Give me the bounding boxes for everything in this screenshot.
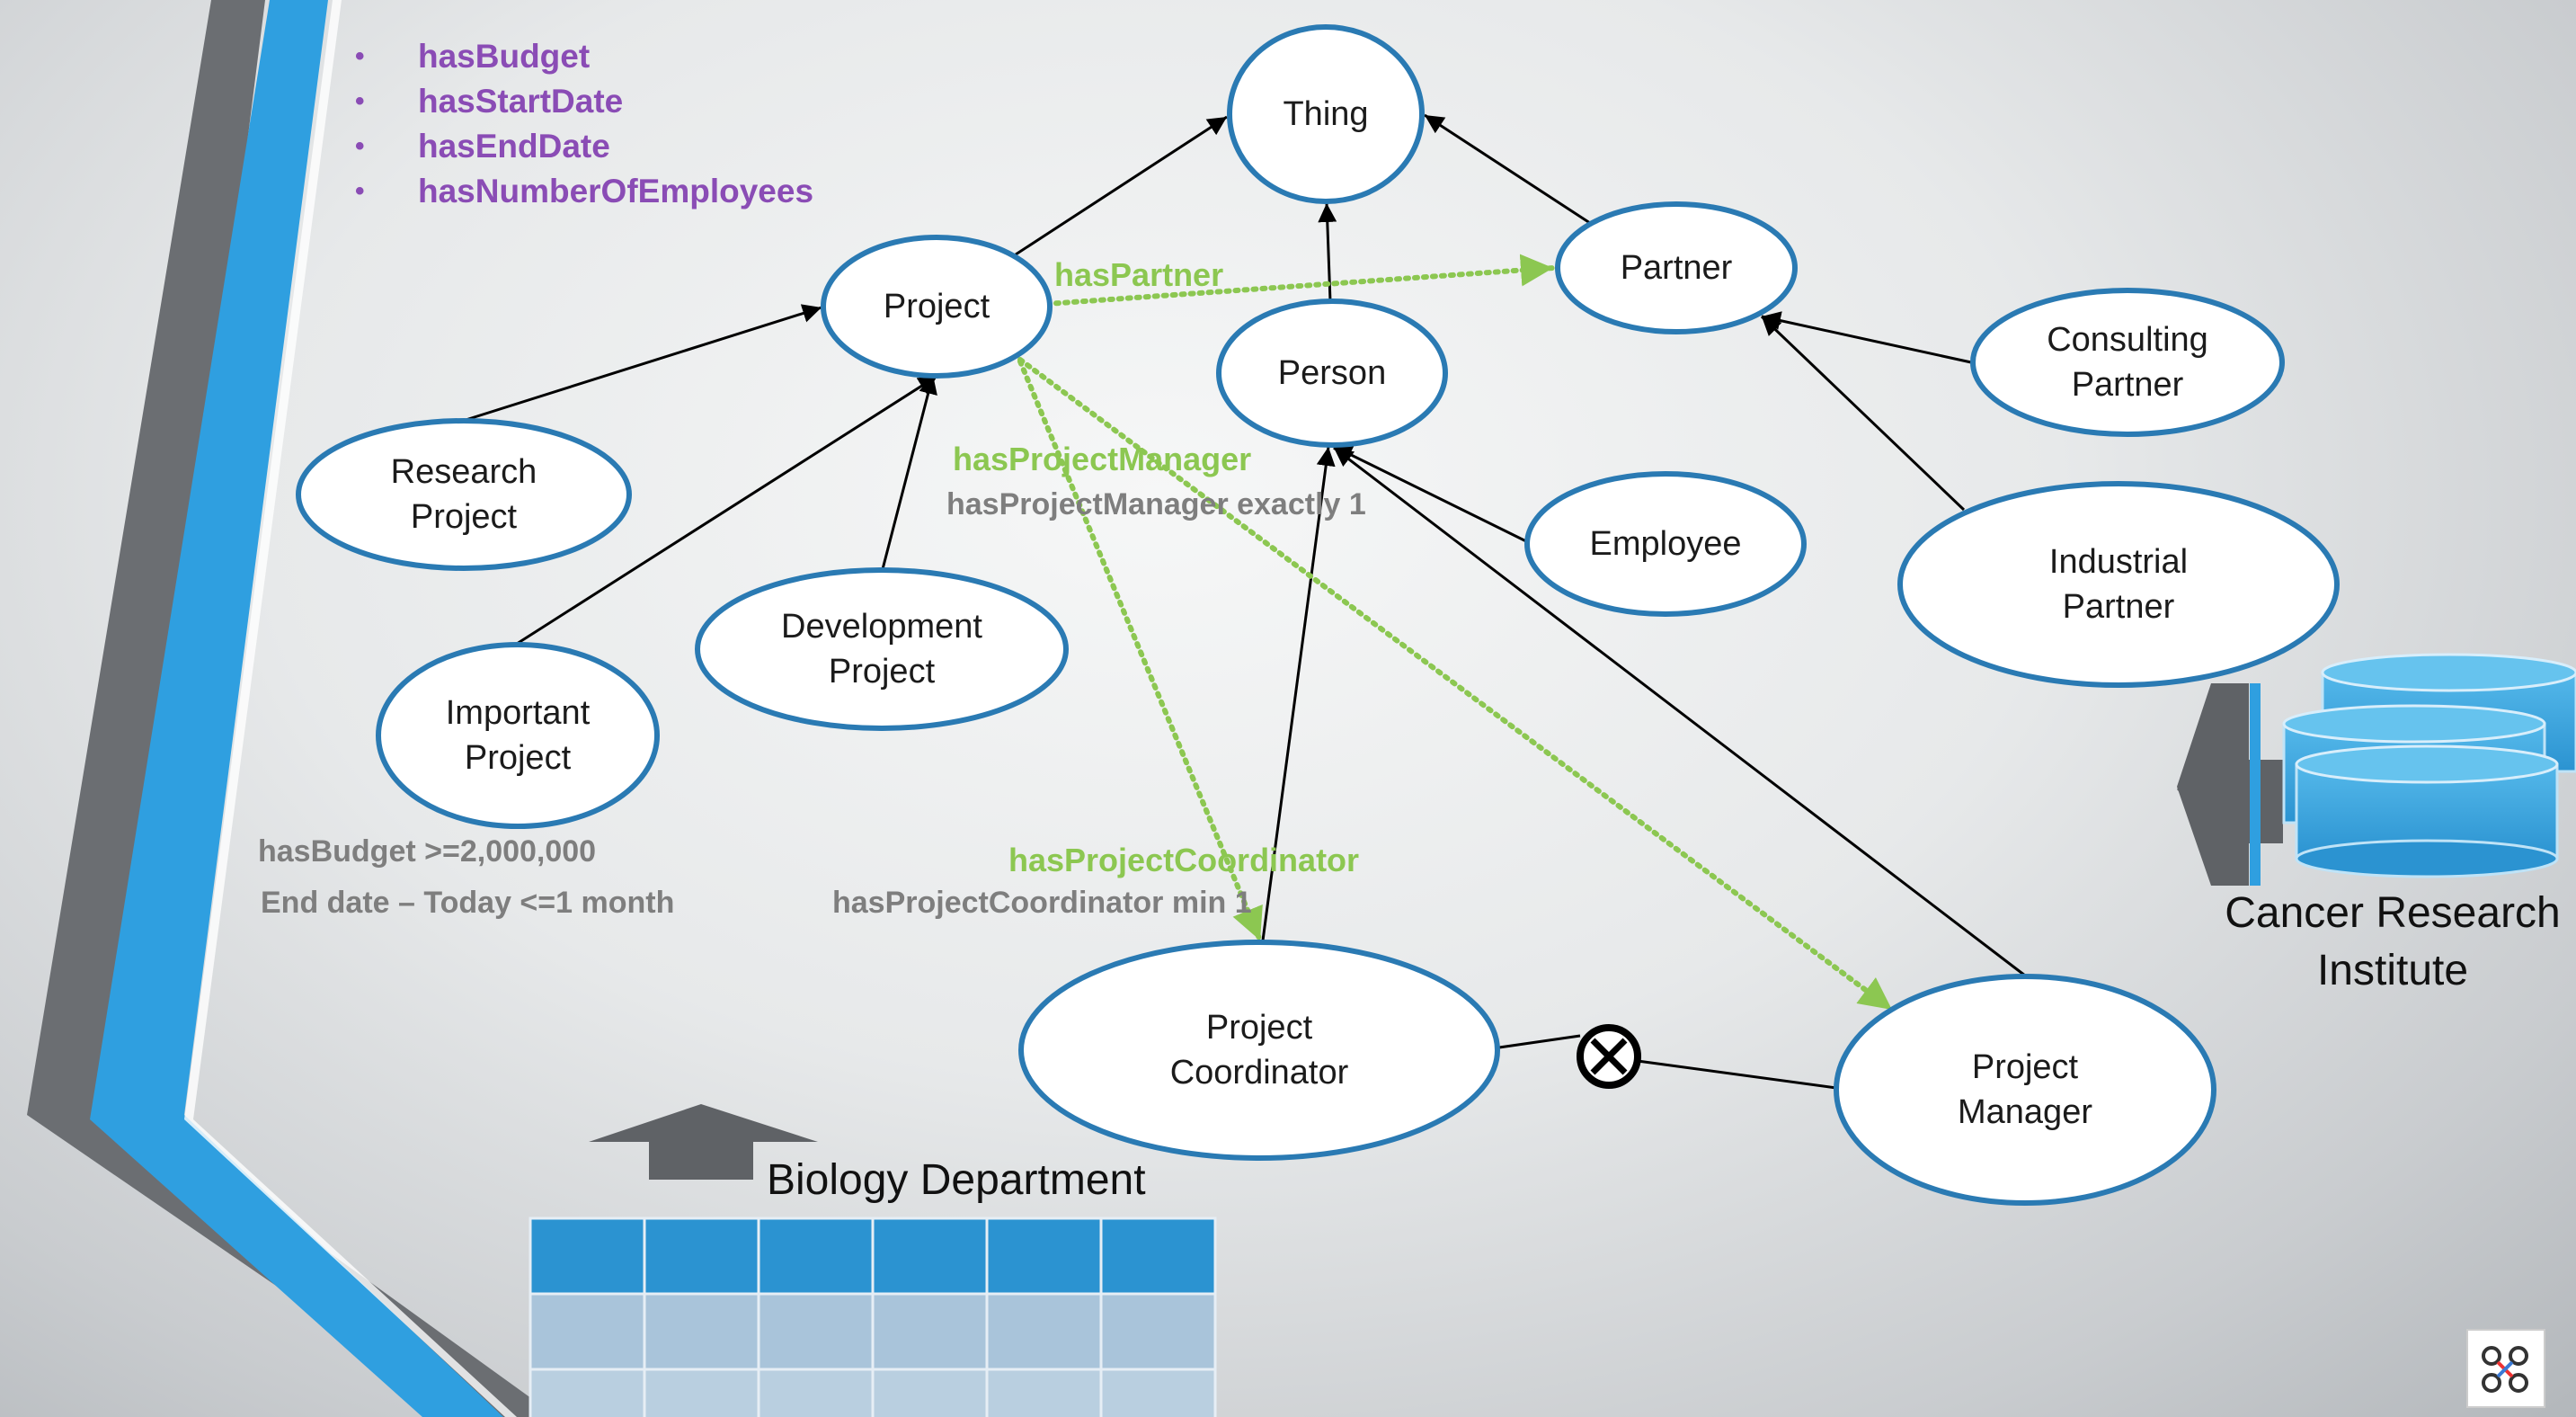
bullet-icon: • (355, 41, 365, 71)
node-employee[interactable] (1524, 471, 1807, 617)
bullet-icon: • (355, 86, 365, 116)
attribute-item: •hasNumberOfEmployees (355, 169, 813, 214)
constraint-pc-min-label: hasProjectCoordinator min 1 (832, 886, 1252, 920)
attribute-item: •hasBudget (355, 34, 813, 79)
relation-has-project-manager-label: hasProjectManager (953, 441, 1252, 477)
node-project-coordinator[interactable] (1018, 940, 1500, 1161)
edge-research-project (462, 304, 822, 423)
edge-employee-person (1332, 444, 1529, 544)
edge-partner-thing (1424, 113, 1594, 227)
attribute-item: •hasStartDate (355, 79, 813, 124)
edge-manager-person (1333, 446, 2026, 977)
edge-coordinator-person (1261, 446, 1336, 941)
subclass-edges (462, 113, 2026, 977)
edge-important-project (516, 374, 938, 646)
node-person[interactable] (1216, 299, 1448, 448)
edge-industrial-partner (1760, 315, 1966, 512)
node-consulting-partner[interactable] (1970, 288, 2285, 437)
constraint-pm-exactly-label: hasProjectManager exactly 1 (946, 487, 1366, 521)
node-development-project[interactable] (695, 567, 1069, 731)
attribute-list: •hasBudget •hasStartDate •hasEndDate •ha… (355, 34, 813, 214)
biology-department-icon (529, 1104, 1217, 1417)
relation-has-project-coordinator-label: hasProjectCoordinator (1008, 842, 1360, 878)
department-table (529, 1216, 1217, 1417)
database-icon (2282, 653, 2576, 878)
bullet-icon: • (355, 131, 365, 161)
node-industrial-partner[interactable] (1897, 481, 2340, 688)
constraint-end-date-label: End date – Today <=1 month (261, 886, 675, 920)
node-partner[interactable] (1555, 201, 1798, 334)
constraint-budget-label: hasBudget >=2,000,000 (258, 834, 597, 869)
attribute-item: •hasEndDate (355, 124, 813, 169)
edge-has-partner (1044, 254, 1556, 307)
node-important-project[interactable] (376, 642, 660, 829)
nodes (296, 24, 2340, 1206)
node-research-project[interactable] (296, 418, 632, 571)
biology-department-caption: Biology Department (767, 1156, 1146, 1204)
left-frame-decoration (27, 0, 557, 1417)
node-thing[interactable] (1227, 24, 1425, 204)
edge-has-project-coordinator (1017, 359, 1263, 943)
disjoint-link (1498, 1024, 1837, 1090)
edge-has-project-manager (1017, 357, 1895, 1012)
channel-logo-icon[interactable] (2466, 1329, 2545, 1408)
cancer-institute-caption: Cancer Research Institute (2225, 889, 2561, 994)
bullet-icon: • (355, 176, 365, 206)
circled-times-icon (1577, 1024, 1641, 1089)
node-project-manager[interactable] (1834, 974, 2216, 1206)
edge-project-thing (1015, 115, 1228, 256)
node-project[interactable] (821, 235, 1053, 379)
property-edges (1017, 254, 1895, 1012)
edge-development-project (881, 374, 937, 570)
relation-has-partner-label: hasPartner (1054, 256, 1224, 293)
edge-consulting-partner (1761, 311, 1972, 364)
cancer-institute-icon (2177, 653, 2576, 886)
